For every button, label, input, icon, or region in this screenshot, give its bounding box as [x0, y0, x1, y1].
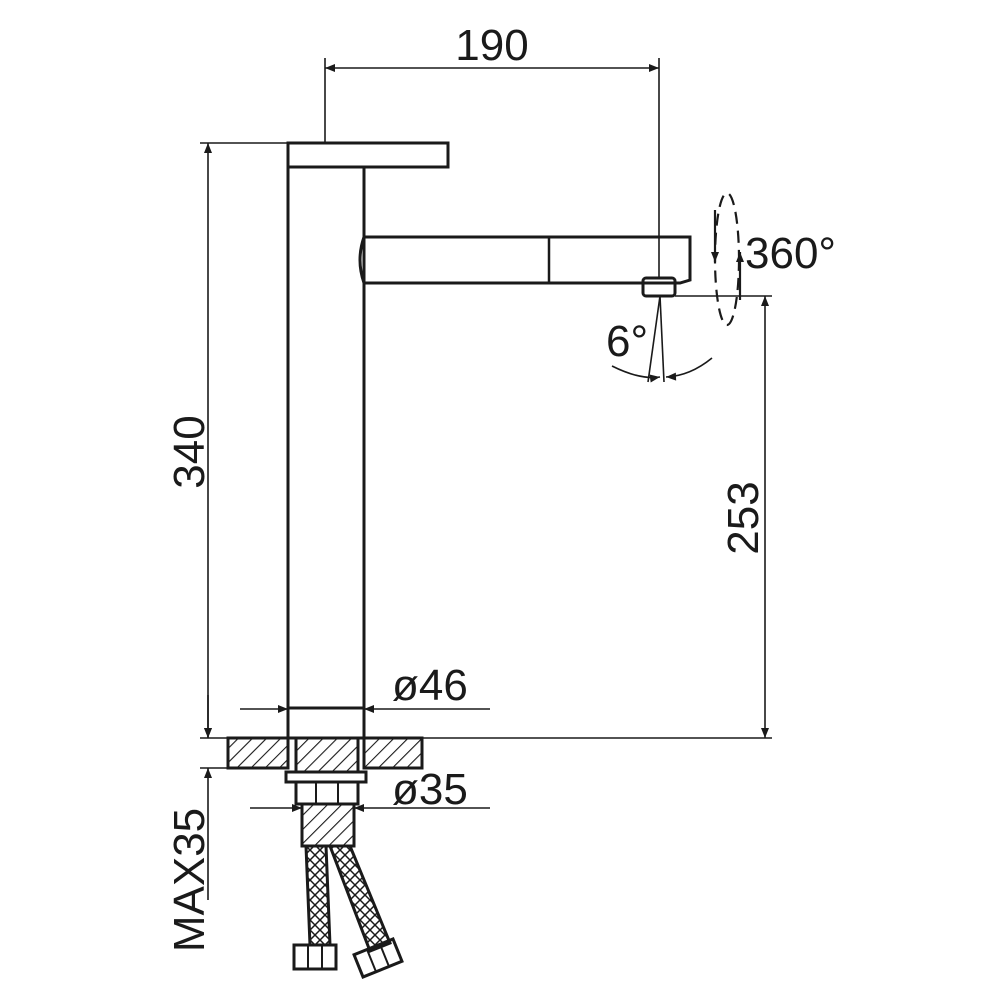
hose-nut-left [292, 943, 338, 971]
shank-diameter-label: ø35 [392, 765, 468, 814]
faucet-body [286, 141, 692, 740]
dimension-shank-diameter: ø35 [250, 765, 490, 814]
rotation-label: 360° [745, 229, 836, 278]
spout-reach-label: 190 [455, 21, 528, 70]
rotation-arrow-icon [713, 191, 741, 327]
threaded-shank [300, 802, 356, 848]
dimension-spout-reach: 190 [324, 21, 660, 278]
rotation-indicator: 360° [711, 191, 836, 327]
gasket [294, 736, 360, 774]
supply-hoses [292, 844, 404, 979]
mounting-nut [294, 780, 360, 806]
faucet-column [286, 165, 366, 710]
tilt-indicator: 6° [606, 295, 713, 383]
counter-section-left [226, 736, 290, 770]
dimension-total-height: 340 [165, 142, 288, 739]
max-deck-label: MAX35 [165, 808, 214, 952]
counter-section-right [362, 736, 424, 770]
base-diameter-label: ø46 [392, 661, 468, 710]
aerator [641, 276, 677, 298]
supply-hose-left [304, 844, 332, 947]
tilt-label: 6° [606, 317, 648, 366]
supply-hose-right [327, 844, 392, 953]
dimension-max-deck: MAX35 [165, 695, 228, 952]
hose-nut-right [352, 937, 404, 979]
base-flange [286, 706, 366, 740]
spout [358, 235, 692, 285]
dimension-base-diameter: ø46 [240, 661, 490, 713]
handle-lever [286, 141, 450, 169]
outlet-height-label: 253 [719, 481, 768, 554]
mounting-assembly [226, 736, 424, 848]
total-height-label: 340 [165, 415, 214, 488]
dimension-outlet-height: 253 [422, 295, 772, 739]
